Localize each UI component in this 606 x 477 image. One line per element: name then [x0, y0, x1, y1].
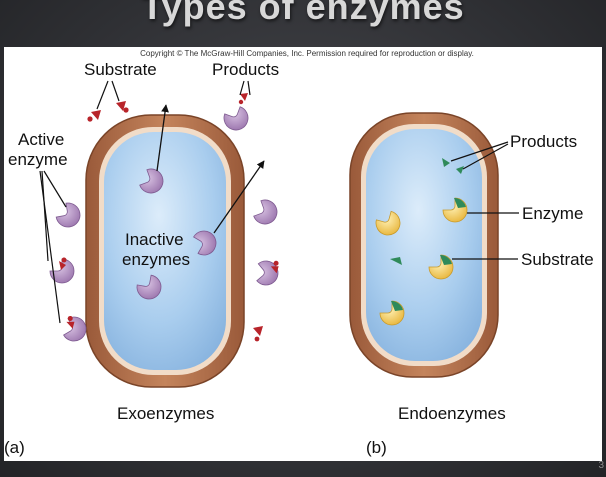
secretion-arrow-1 [156, 104, 169, 172]
leader-products-a2 [247, 80, 251, 96]
inactive-enzyme [136, 274, 162, 300]
label-active-enzyme-a1: Active [18, 130, 64, 149]
active-enzyme-with-substrate [63, 315, 87, 342]
label-substrate-a: Substrate [84, 60, 157, 79]
label-enzyme-b: Enzyme [522, 204, 583, 223]
label-active-enzyme-a2: enzyme [8, 150, 68, 169]
enzyme-diagram: Copyright © The McGraw-Hill Companies, I… [4, 49, 594, 457]
product-molecule [456, 166, 464, 174]
leader-active-a3 [39, 170, 61, 324]
active-enzyme [55, 202, 81, 228]
inactive-enzyme [193, 230, 217, 256]
endoenzyme-with-substrate [428, 254, 454, 280]
copyright-notice: Copyright © The McGraw-Hill Companies, I… [140, 49, 474, 58]
endoenzyme-with-substrate [379, 300, 405, 326]
leader-products-b2 [462, 143, 509, 170]
endo-cytoplasm [366, 129, 482, 361]
figure-panel: Copyright © The McGraw-Hill Companies, I… [4, 47, 602, 461]
exo-cytoplasm [104, 132, 226, 370]
leader-substrate-a2 [111, 80, 120, 102]
inactive-enzyme [139, 168, 164, 194]
released-enzyme [253, 199, 278, 225]
panel-letter-b: (b) [366, 438, 387, 457]
substrate-molecule [87, 110, 101, 122]
secretion-arrow-2 [213, 160, 265, 234]
active-enzyme-with-substrate [256, 260, 279, 286]
exoenzyme-cell [85, 114, 245, 388]
endoenzyme-with-product [442, 197, 468, 223]
substrate-molecule [253, 326, 263, 342]
product-enzyme [223, 106, 249, 131]
slide-title: Types of enzymes [141, 0, 465, 27]
slide-page-number: 3 [598, 460, 604, 471]
substrate-molecule [390, 257, 402, 265]
product-molecule [238, 93, 248, 105]
leader-products-b1 [450, 141, 509, 162]
leader-substrate-a1 [96, 80, 109, 110]
endoenzyme-cell [349, 112, 499, 378]
label-substrate-b: Substrate [521, 250, 594, 269]
leader-products-a1 [239, 80, 245, 96]
leader-active-a2 [41, 170, 49, 262]
label-inactive-enzymes-a1: Inactive [125, 230, 184, 249]
caption-exoenzymes: Exoenzymes [117, 404, 214, 423]
panel-letter-a: (a) [4, 438, 25, 457]
product-molecule [442, 158, 450, 167]
leader-active-a1 [43, 170, 67, 208]
label-inactive-enzymes-a2: enzymes [122, 250, 190, 269]
label-products-a: Products [212, 60, 279, 79]
substrate-molecule [116, 101, 129, 113]
label-products-b: Products [510, 132, 577, 151]
caption-endoenzymes: Endoenzymes [398, 404, 506, 423]
endoenzyme [375, 210, 401, 236]
